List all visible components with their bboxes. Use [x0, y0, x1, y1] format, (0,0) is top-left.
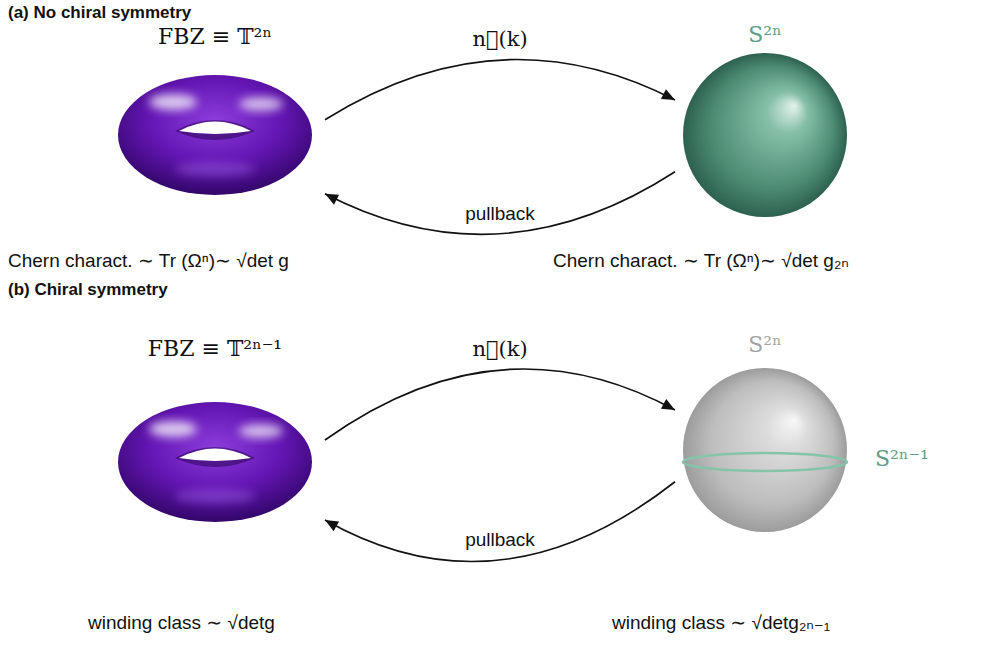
formula-label: Chern charact. ∼ Tr (Ωⁿ)∼ √det g₂ₙ [553, 250, 849, 273]
map-label: n⃗(k) [469, 27, 530, 52]
arrowhead [325, 520, 339, 531]
sphere-illustration [675, 18, 855, 223]
arrow-curve [325, 482, 675, 562]
arrow-curve [325, 369, 675, 440]
sphere-node: S²ⁿS²ⁿ⁻¹ [675, 328, 950, 533]
node-title: FBZ ≡ 𝕋²ⁿ [158, 24, 272, 50]
node-title: FBZ ≡ 𝕋²ⁿ⁻¹ [148, 336, 282, 362]
node-title: S²ⁿ [748, 22, 781, 48]
torus-node: FBZ ≡ 𝕋²ⁿ⁻¹ [110, 330, 325, 530]
panel-heading: (b) Chiral symmetry [8, 280, 168, 300]
pullback-label: pullback [462, 203, 538, 226]
sphere-node: S²ⁿ [675, 18, 855, 223]
arrow-curve [325, 60, 675, 120]
panel-heading: (a) No chiral symmetry [8, 3, 191, 23]
arrowhead [661, 399, 675, 410]
node-title: S²ⁿ [748, 332, 781, 358]
mapping-arrow [325, 172, 675, 235]
formula-label: winding class ∼ √detg [88, 612, 275, 635]
arrow-curve [325, 172, 675, 235]
torus-node: FBZ ≡ 𝕋²ⁿ [110, 18, 325, 203]
map-label: n⃗(k) [469, 337, 530, 362]
sphere-illustration [675, 328, 950, 533]
mapping-arrow [325, 369, 675, 440]
arrowhead [661, 89, 675, 100]
equator-label: S²ⁿ⁻¹ [875, 446, 929, 472]
formula-label: winding class ∼ √detg₂ₙ₋₁ [612, 612, 830, 635]
mapping-arrow [325, 60, 675, 120]
pullback-label: pullback [462, 529, 538, 552]
mapping-arrow [325, 482, 675, 562]
formula-label: Chern charact. ∼ Tr (Ωⁿ)∼ √det g [8, 250, 289, 273]
arrowhead [325, 194, 339, 205]
